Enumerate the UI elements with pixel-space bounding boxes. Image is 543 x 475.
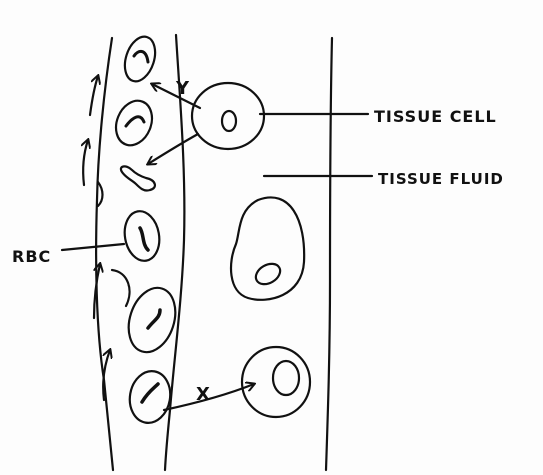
rbc-1 bbox=[120, 33, 161, 85]
label-arrow-x: X bbox=[196, 384, 211, 405]
label-tissue-fluid: TISSUE FLUID bbox=[378, 170, 504, 188]
tissue-cell-large bbox=[231, 197, 304, 299]
tissue-cell-nucleus bbox=[222, 111, 236, 131]
tissue-cell bbox=[192, 83, 264, 149]
label-tissue-cell: TISSUE CELL bbox=[374, 107, 497, 126]
flow-arrow-1 bbox=[90, 76, 98, 115]
rbc-4 bbox=[121, 208, 163, 263]
rbc-2 bbox=[110, 95, 159, 150]
label-rbc: RBC bbox=[12, 247, 51, 266]
label-arrow-y: Y bbox=[175, 78, 190, 99]
flow-arrow-4 bbox=[103, 350, 110, 400]
rbc-sliver bbox=[98, 182, 103, 206]
tissue-cell-lower-nucleus bbox=[273, 361, 299, 395]
arrow-y-lower bbox=[148, 134, 198, 164]
tissue-cell-large-nucleus bbox=[252, 260, 284, 289]
rbc-3-squeezing bbox=[121, 166, 155, 190]
leader-rbc bbox=[62, 244, 124, 250]
rbc-5-partial bbox=[112, 270, 130, 306]
tissue-boundary-line bbox=[326, 38, 332, 470]
capillary-wall-outer bbox=[96, 38, 113, 470]
rbc-7 bbox=[126, 368, 174, 426]
flow-arrow-2 bbox=[83, 140, 88, 185]
tissue-cell-lower bbox=[242, 347, 310, 417]
